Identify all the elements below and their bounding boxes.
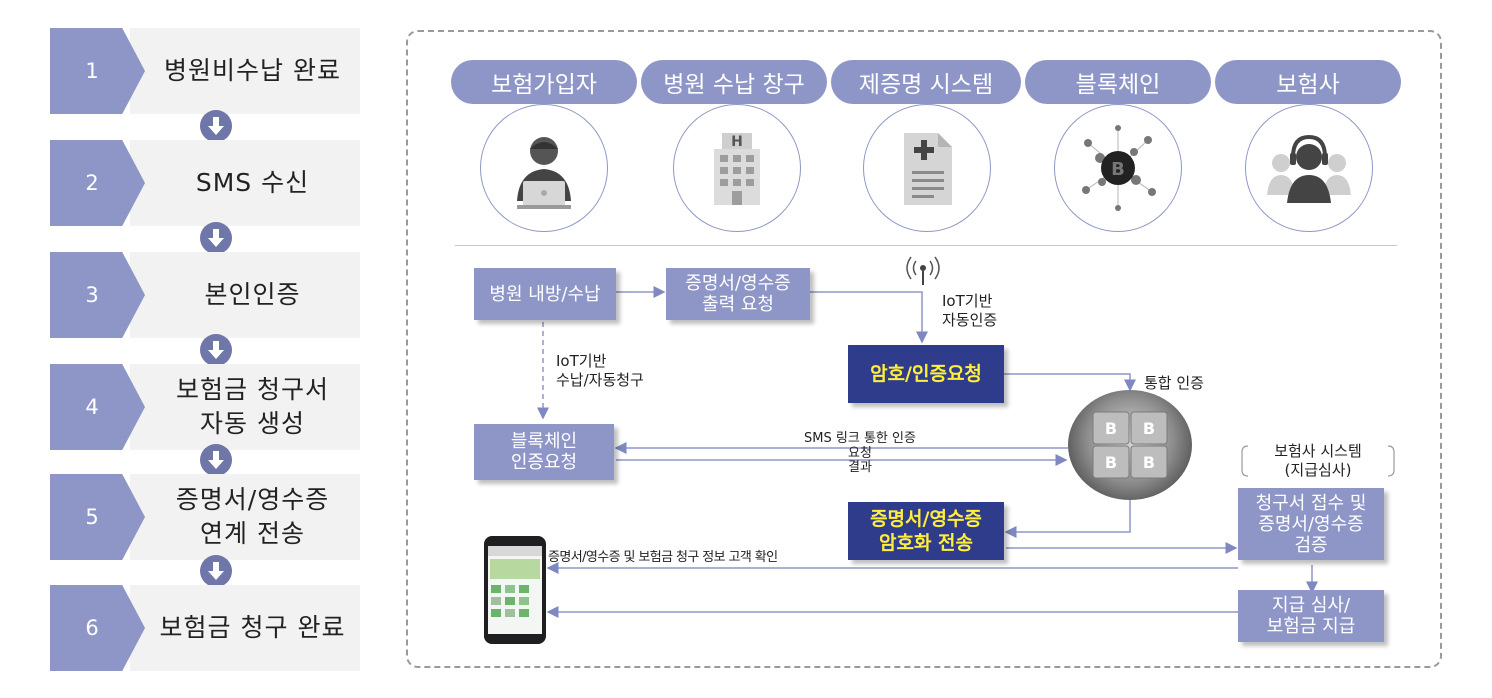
arrow-down-icon: [200, 555, 232, 587]
step-bar: [130, 252, 360, 338]
encrypt-request-box: 암호/인증요청: [848, 345, 1004, 403]
hospital-visit-box: 병원 내방/수납: [474, 268, 616, 320]
arrow-down-icon: [200, 222, 232, 254]
customer-confirm-label: 증명서/영수증 및 보험금 청구 정보 고객 확인: [548, 550, 778, 565]
result-label: 결과: [848, 460, 872, 475]
print-request-box: 증명서/영수증 출력 요청: [666, 268, 810, 320]
iot-claim-label: IoT기반 수납/자동청구: [556, 352, 644, 389]
payment-box: 지급 심사/ 보험금 지급: [1238, 590, 1384, 642]
claim-receipt-box: 청구서 접수 및 증명서/영수증 검증: [1238, 488, 1384, 560]
step-2: 2 SMS 수신: [50, 140, 360, 226]
iot-auth-label: IoT기반 자동인증: [942, 292, 998, 329]
step-chevron: [50, 28, 145, 114]
actor-circle-hospital: H: [673, 104, 801, 232]
step-4: 4 보험금 청구서 자동 생성: [50, 364, 360, 450]
arrow-down-icon: [200, 334, 232, 366]
step-number: 4: [85, 395, 99, 419]
step-label: 본인인증: [204, 280, 301, 309]
actor-policyholder: 보험가입자: [451, 60, 637, 104]
step-label: SMS 수신: [195, 168, 310, 197]
step-number: 1: [85, 59, 99, 83]
step-number: 3: [85, 283, 99, 307]
step-1: 1 병원비수납 완료: [50, 28, 360, 114]
step-bar: [130, 140, 360, 226]
actor-blockchain: 블록체인: [1025, 60, 1211, 104]
actor-hospital-counter: 병원 수납 창구: [641, 60, 827, 104]
person-laptop-icon: [517, 137, 571, 209]
step-number: 2: [85, 171, 99, 195]
step-number: 6: [85, 616, 99, 640]
arrow-down-icon: [200, 444, 232, 476]
step-bar: [130, 585, 360, 671]
step-5: 5 증명서/영수증 연계 전송: [50, 474, 360, 560]
step-chevron: [50, 252, 145, 338]
svg-text:B: B: [1143, 419, 1155, 438]
step-3: 3 본인인증: [50, 252, 360, 338]
step-chevron: [50, 585, 145, 671]
svg-text:B: B: [1143, 453, 1155, 472]
step-bar: [130, 474, 360, 560]
request-label: 요청: [848, 446, 872, 461]
actor-circle-certificate: [863, 104, 991, 232]
blockchain-network-icon: B: [1082, 125, 1156, 211]
hospital-icon: H: [714, 133, 760, 205]
step-chevron: [50, 364, 145, 450]
step-label: 보험금 청구 완료: [159, 613, 346, 642]
step-chevron: [50, 474, 145, 560]
wireless-signal-icon: [906, 256, 940, 285]
svg-text:B: B: [1111, 159, 1125, 180]
actor-certificate-system: 제증명 시스템: [831, 60, 1021, 104]
integrated-auth-label: 통합 인증: [1144, 374, 1204, 392]
actor-circle-blockchain: B: [1054, 104, 1182, 232]
arrow-down-icon: [200, 110, 232, 142]
step-label: 보험금 청구서 자동 생성: [176, 375, 329, 438]
step-chevron: [50, 140, 145, 226]
actor-circle-insurer: [1245, 104, 1373, 232]
step-bar: [130, 364, 360, 450]
blockchain-request-box: 블록체인 인증요청: [474, 424, 614, 480]
svg-text:B: B: [1105, 453, 1117, 472]
step-label: 증명서/영수증 연계 전송: [175, 485, 330, 548]
encrypted-send-box: 증명서/영수증 암호화 전송: [848, 502, 1004, 560]
svg-text:B: B: [1105, 419, 1117, 438]
medical-document-icon: [904, 133, 952, 205]
smartphone-icon: [484, 536, 546, 644]
svg-text:H: H: [731, 134, 743, 150]
step-6: 6 보험금 청구 완료: [50, 585, 360, 671]
step-label: 병원비수납 완료: [164, 56, 341, 85]
step-bar: [130, 28, 360, 114]
divider-line: [455, 245, 1397, 246]
actor-insurer: 보험사: [1215, 60, 1401, 104]
actor-circle-policyholder: [480, 104, 608, 232]
call-center-icon: [1267, 134, 1351, 203]
insurer-system-label: 보험사 시스템 (지급심사): [1274, 442, 1362, 479]
step-number: 5: [85, 505, 99, 529]
process-panel: [406, 30, 1442, 668]
sms-link-label: SMS 링크 통한 인증: [804, 431, 916, 446]
